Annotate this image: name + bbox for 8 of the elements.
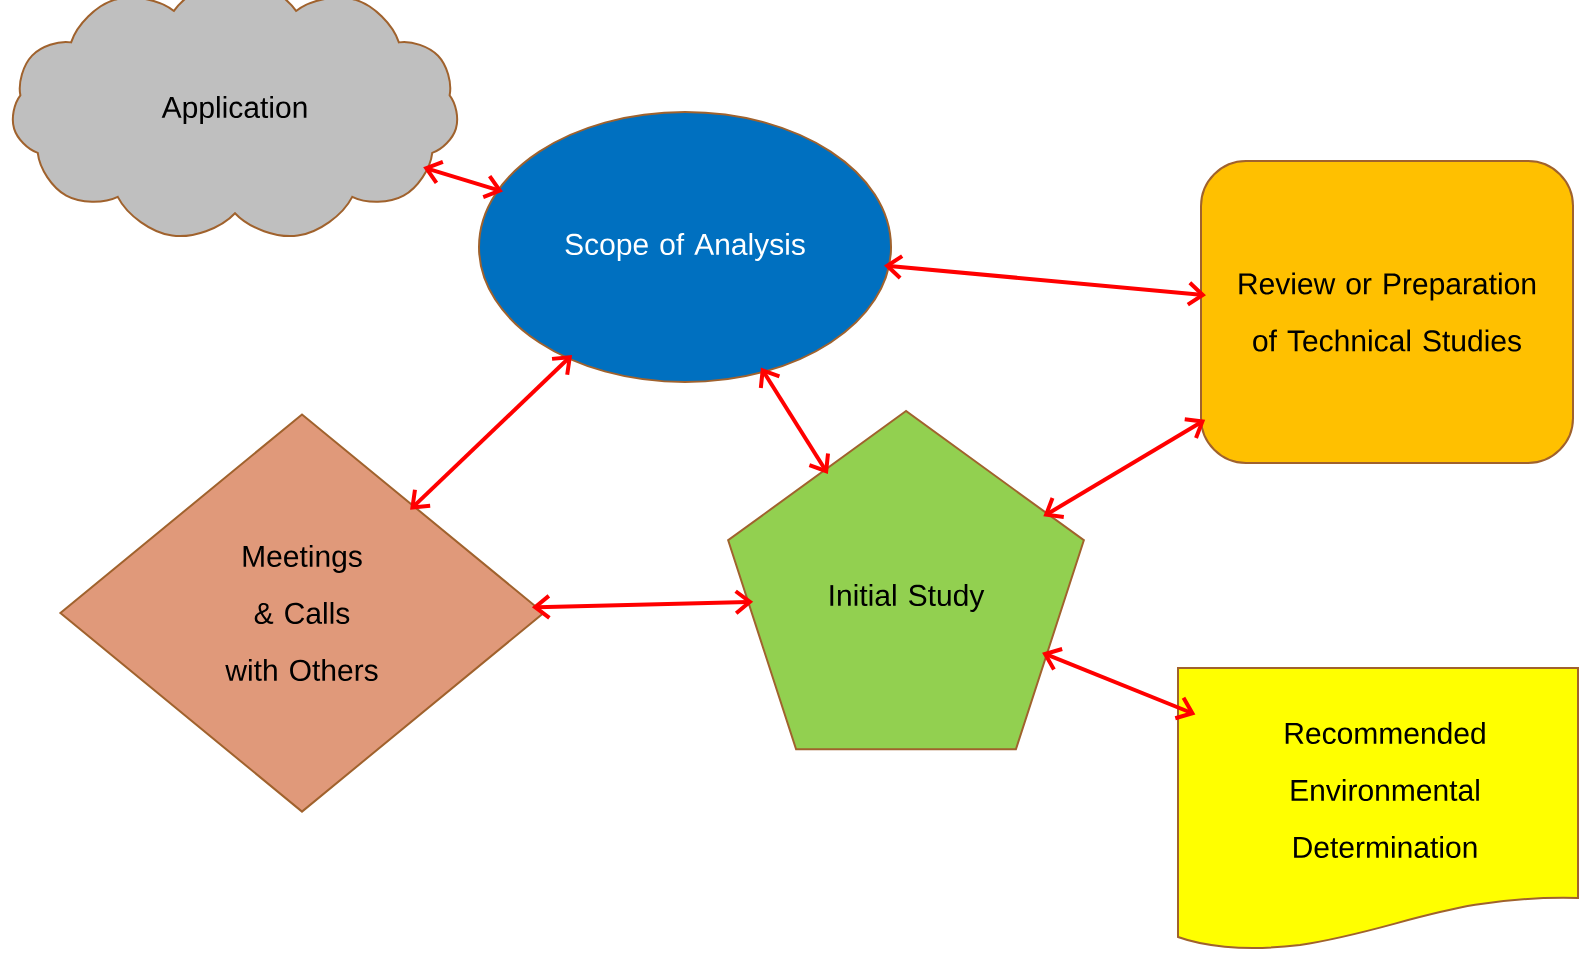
arrow (758, 367, 830, 474)
arrow (531, 589, 754, 620)
rounded-box: Review or Preparation of Technical Studies (1200, 160, 1574, 464)
arrow (423, 159, 503, 199)
arrow (884, 254, 1206, 307)
arrow (1043, 417, 1206, 519)
arrow (410, 354, 573, 510)
arrow (1042, 647, 1196, 721)
